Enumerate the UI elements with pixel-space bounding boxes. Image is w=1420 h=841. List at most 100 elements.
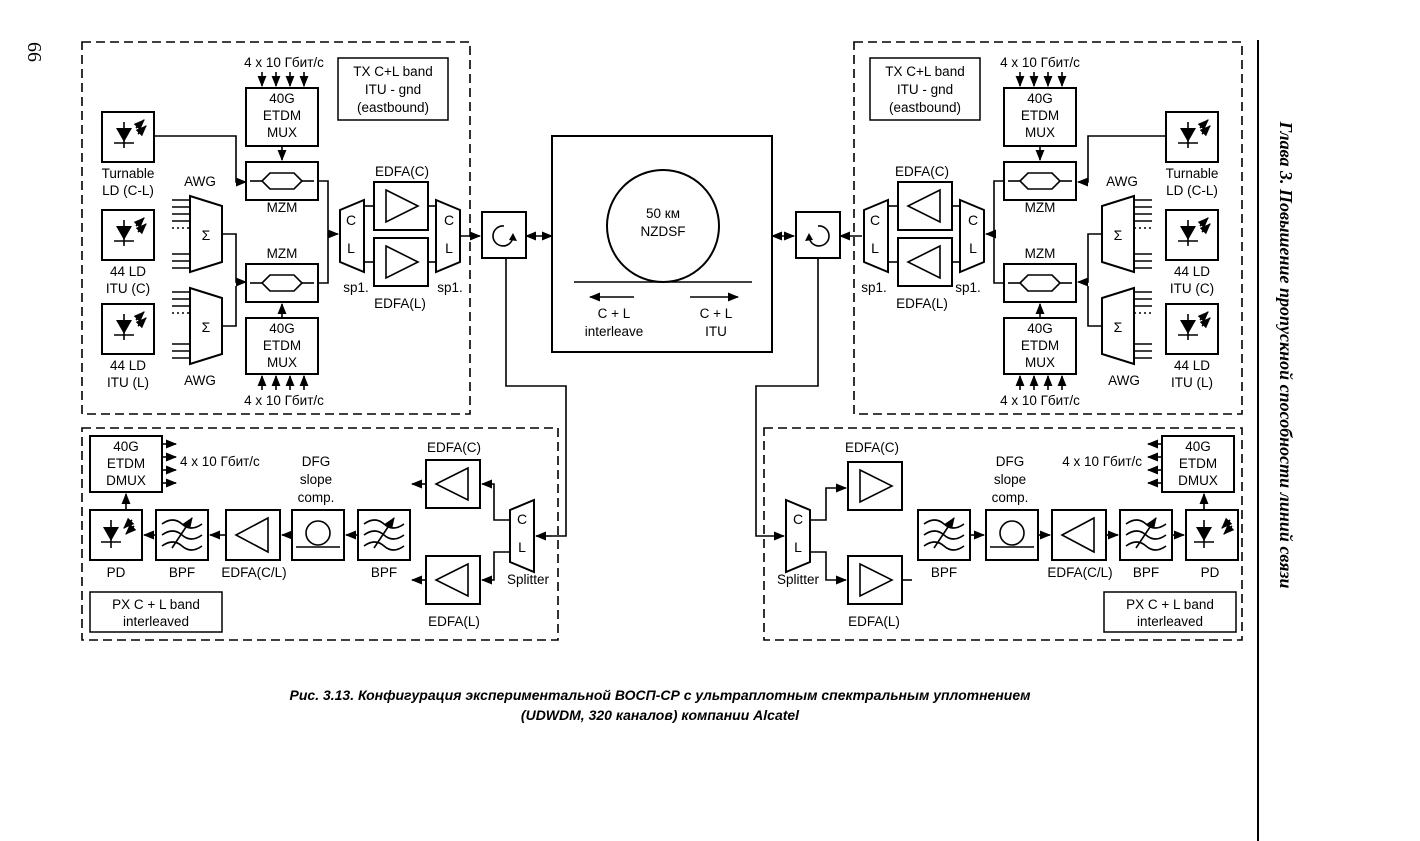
fiber-type: NZDSF <box>641 224 686 239</box>
fiber-coil-icon <box>296 520 340 548</box>
tx-west-cl-mux-c: C <box>444 212 454 228</box>
tx-east-awg-top-inputs <box>1134 199 1152 269</box>
tx-west-bottom-input-arrows <box>257 374 309 390</box>
tx-west-top-input-arrows <box>257 72 309 88</box>
tx-east-sigma-bottom: Σ <box>1114 319 1123 335</box>
tx-east-edfa-c-label: EDFA(C) <box>895 164 949 179</box>
rx-west-edfa-cl <box>225 509 281 561</box>
rx-west-dmux <box>89 435 163 493</box>
tx-east-mux-top <box>1003 87 1077 147</box>
tx-east-ld-l-label-1: 44 LD <box>1174 358 1210 373</box>
tx-west-mux-bottom <box>245 317 319 375</box>
tx-west-awg-bottom <box>189 286 223 366</box>
rx-east-frame <box>763 427 1243 641</box>
tx-east-mux-top-1: 40G <box>1027 91 1053 106</box>
tx-east-cl-demux-l: L <box>969 240 977 256</box>
rx-west-edfa-c <box>425 459 481 509</box>
tx-west-ld-c-label-1: 44 LD <box>110 264 146 279</box>
fiber-box <box>551 135 773 353</box>
rx-east-dfg-2: slope <box>994 472 1026 487</box>
rx-east-dmux-3: DMUX <box>1178 473 1218 488</box>
tx-east-cl-demux-c: C <box>968 212 978 228</box>
tx-west-sigma-bottom: Σ <box>202 319 211 335</box>
fiber-length: 50 км <box>646 206 680 221</box>
tx-east-frame <box>853 41 1243 415</box>
rx-west-dmux-3: DMUX <box>106 473 146 488</box>
west-circulator <box>481 211 527 259</box>
tx-east-mux-bottom <box>1003 317 1077 375</box>
filter-icon <box>161 517 203 551</box>
rx-west-dmux-2: ETDM <box>107 456 145 471</box>
rx-west-edfa-l-label: EDFA(L) <box>428 614 480 629</box>
rx-east-splitter-label: Splitter <box>777 572 820 587</box>
tx-east-band-label-3: (eastbound) <box>889 100 961 115</box>
rx-east-dfg-1: DFG <box>996 454 1025 469</box>
rx-east-dmux <box>1161 435 1235 493</box>
tx-west-tunable-ld <box>101 111 155 163</box>
rx-west-bpf-1-label: BPF <box>169 565 195 580</box>
tx-east-edfa-l <box>897 237 953 287</box>
tx-east-tunable-ld-label-2: LD (C-L) <box>1166 183 1218 198</box>
rx-east-band-label-box <box>1103 591 1237 633</box>
rx-east-dfg-3: comp. <box>992 490 1029 505</box>
rx-east-bpf-2-label: BPF <box>1133 565 1159 580</box>
chapter-title: Глава 3. Повышение пропускной способност… <box>1276 120 1296 588</box>
fiber-dir-left-1: C + L <box>598 306 631 321</box>
rx-east-edfa-l <box>847 555 903 605</box>
rx-east-dmux-1: 40G <box>1185 439 1211 454</box>
rx-west-splitter-label: Splitter <box>507 572 550 587</box>
rx-west-rate: 4 x 10 Гбит/с <box>180 454 260 469</box>
tx-east-cl-mux-c: C <box>870 212 880 228</box>
tx-west-mzm-bottom-label: MZM <box>267 246 298 261</box>
rx-east-bpf-1-label: BPF <box>931 565 957 580</box>
tx-west-awg-top <box>189 194 223 274</box>
tx-east-mzm-top-label: MZM <box>1025 200 1056 215</box>
laser-diode-icon <box>1178 119 1211 148</box>
fiber-coil-icon <box>990 520 1034 548</box>
rx-east-edfa-cl <box>1051 509 1107 561</box>
tx-west-block: TX C+L band ITU - gnd (eastbound) 4 x 10… <box>81 41 482 415</box>
rx-east-block: C L Splitter EDFA(C) EDFA(L) BPF DFG slo… <box>763 427 1243 641</box>
rx-west-output-arrows <box>162 439 178 488</box>
laser-diode-icon <box>1178 311 1211 340</box>
tx-west-mux-top-1: 40G <box>269 91 295 106</box>
rx-west-band-label-1: PX C + L band <box>112 597 200 612</box>
tx-east-mzm-bottom-label: MZM <box>1025 246 1056 261</box>
rx-east-edfa-c-label: EDFA(C) <box>845 440 899 455</box>
tx-west-ld-c <box>101 209 155 261</box>
tx-east-band-label-box <box>869 57 981 121</box>
rx-west-splitter-l: L <box>518 539 526 555</box>
tx-west-edfa-l <box>373 237 429 287</box>
tx-east-awg-bottom <box>1101 286 1135 366</box>
tx-east-sp-left: sp1. <box>861 280 887 295</box>
tx-west-cl-mux-l: L <box>445 240 453 256</box>
rx-east-band-label-1: PX C + L band <box>1126 597 1214 612</box>
filter-icon <box>1125 517 1167 551</box>
fiber-dir-right-2: ITU <box>705 324 727 339</box>
tx-east-sp-right: sp1. <box>955 280 981 295</box>
tx-west-sp-left: sp1. <box>343 280 369 295</box>
amplifier-icon <box>385 188 420 224</box>
tx-west-ld-l <box>101 303 155 355</box>
filter-icon <box>923 517 965 551</box>
rx-west-edfa-c-label: EDFA(C) <box>427 440 481 455</box>
rx-east-output-arrows <box>1146 439 1162 488</box>
tx-west-sp-right: sp1. <box>437 280 463 295</box>
rx-east-dfg <box>985 509 1039 561</box>
tx-east-band-label-2: ITU - gnd <box>897 82 953 97</box>
rx-west-dfg-2: slope <box>300 472 332 487</box>
tx-east-awg-top-label: AWG <box>1106 174 1138 189</box>
circulator-icon <box>492 225 517 247</box>
modulator-icon <box>1008 274 1072 292</box>
amplifier-icon <box>434 466 469 502</box>
tx-east-sigma-top: Σ <box>1114 227 1123 243</box>
tx-east-edfa-c <box>897 181 953 231</box>
tx-east-tunable-ld <box>1165 111 1219 163</box>
tx-east-mux-top-3: MUX <box>1025 125 1055 140</box>
rx-west-edfa-cl-label: EDFA(C/L) <box>221 565 286 580</box>
tx-east-mux-bottom-1: 40G <box>1027 321 1053 336</box>
rx-west-dfg-1: DFG <box>302 454 331 469</box>
tx-west-cl-demux-c: C <box>346 212 356 228</box>
fiber-dir-left-2: interleave <box>585 324 644 339</box>
